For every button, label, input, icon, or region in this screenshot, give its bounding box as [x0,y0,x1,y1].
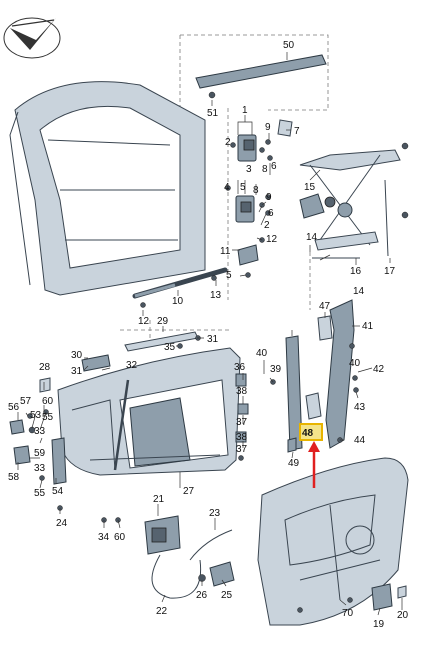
callout-labels: 50 51 1 2 9 7 3 8 6 4 5 8 9 6 2 11 12 5 … [8,40,409,630]
callout-55: 55 [42,412,54,423]
callout-2: 2 [225,137,231,148]
callout-8: 8 [262,164,268,175]
callout-11: 11 [220,246,231,257]
callout-1: 1 [242,105,248,116]
callout-40b: 40 [256,348,268,359]
callout-33: 33 [34,426,46,437]
callout-37: 37 [236,417,248,428]
part-7-pad [277,119,293,137]
callout-39: 39 [270,364,282,375]
callout-55b: 55 [34,488,46,499]
callout-9: 9 [265,122,271,133]
callout-51: 51 [207,108,219,119]
fasteners-left [9,409,67,511]
door-frame-body [9,81,206,296]
part-25-actuator [209,561,235,587]
part-70-door-trim-panel [257,457,409,626]
callout-42: 42 [373,364,385,375]
callout-41: 41 [362,321,374,332]
callout-20: 20 [397,610,409,621]
callout-27: 27 [183,486,195,497]
callout-21: 21 [153,494,165,505]
part-50-strip [195,54,327,99]
callout-14b: 14 [353,286,365,297]
callout-3: 3 [246,164,252,175]
leader-lines [17,52,403,616]
part-39-trim-strip [285,335,303,451]
callout-6: 6 [271,161,277,172]
callout-60b: 60 [114,532,126,543]
callout-36: 36 [234,362,246,373]
part-20-cap [397,585,407,599]
callout-13: 13 [210,290,222,301]
callout-50: 50 [283,40,295,51]
part-28-pad [39,377,51,393]
callout-59: 59 [34,448,46,459]
callout-48: 48 [302,428,314,439]
part-11-door-check [237,237,265,278]
callout-56: 56 [8,402,20,413]
callout-23: 23 [209,508,221,519]
callout-57: 57 [20,396,32,407]
callout-38b: 38 [236,432,248,443]
callout-7: 7 [294,126,300,137]
part-22-cable [151,554,202,599]
part-10-strut [132,267,228,308]
callout-15: 15 [304,182,316,193]
part-3-lower-hinge [225,185,271,223]
callout-37b: 37 [236,444,248,455]
callout-24: 24 [56,518,68,529]
callout-17: 17 [384,266,396,277]
callout-31: 31 [207,334,219,345]
callout-43: 43 [354,402,366,413]
part-1-upper-hinge [230,134,273,162]
callout-44: 44 [354,435,366,446]
part-14-window-regulator [299,142,409,259]
part-29-bracket [81,331,201,372]
callout-4: 4 [224,182,230,193]
callout-31b: 31 [71,366,83,377]
callout-35: 35 [164,342,176,353]
callout-8b: 8 [253,185,259,196]
part-41-strip [325,299,355,449]
callout-58: 58 [8,472,20,483]
callout-25: 25 [221,590,233,601]
callout-5: 5 [240,182,246,193]
callout-30: 30 [71,350,83,361]
callout-38: 38 [236,386,248,397]
callout-14: 14 [306,232,318,243]
callout-22: 22 [156,606,168,617]
callout-32: 32 [126,360,138,371]
part-19-switch [371,583,393,611]
callout-16: 16 [350,266,362,277]
callout-28: 28 [39,362,51,373]
callout-34: 34 [98,532,110,543]
callout-9b: 9 [266,192,272,203]
callout-12b: 12 [138,316,150,327]
callout-10: 10 [172,296,184,307]
callout-47: 47 [319,301,331,312]
callout-19: 19 [373,619,385,630]
callout-5b: 5 [226,270,232,281]
callout-70: 70 [342,608,354,619]
callout-60: 60 [42,396,54,407]
callout-29: 29 [157,316,169,327]
callout-2b: 2 [264,220,270,231]
callout-49: 49 [288,458,300,469]
part-32-rod [113,379,130,471]
callout-6b: 6 [268,208,274,219]
corner-logo-icon [3,17,61,59]
highlight-48 [299,423,323,488]
callout-33b: 33 [34,463,46,474]
callout-26: 26 [196,590,208,601]
part-27-inner-door [57,347,241,476]
part-23-cable [189,529,233,561]
part-48-seal [305,392,322,420]
part-47-seal [317,315,333,341]
callout-54: 54 [52,486,64,497]
callout-12: 12 [266,234,278,245]
callout-40: 40 [349,358,361,369]
callout-53: 53 [30,410,42,421]
